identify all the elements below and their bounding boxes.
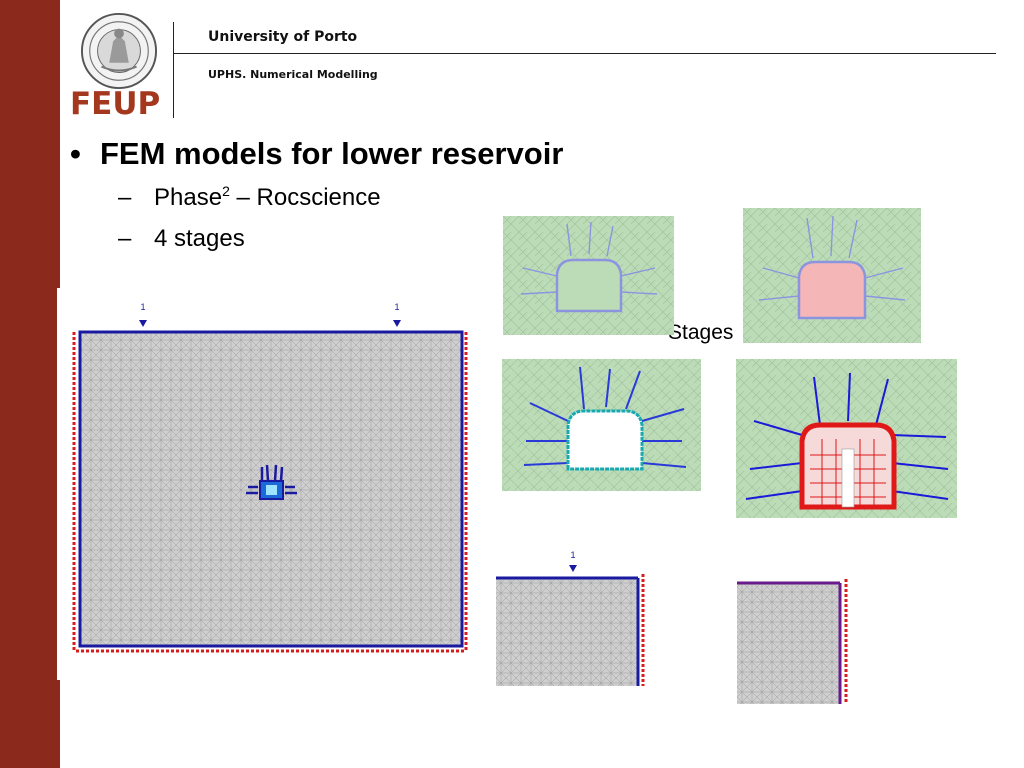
figure-strip [57,288,63,680]
rocscience-text: – Rocscience [229,184,381,211]
left-brand-bar [0,0,60,768]
bullet-text: FEM models for lower reservoir [100,136,564,171]
sub-bullet-phase: –Phase2 – Rocscience [118,183,381,212]
water-marker-detail: 1 [570,550,575,560]
stage-1-mesh [503,216,674,335]
stage-4-mesh [736,359,957,518]
bullet-dot-icon: • [70,136,81,171]
phase-superscript: 2 [222,183,230,199]
water-marker-left: 1 [140,302,145,312]
dash-icon: – [118,184,132,211]
stages-label: Stages [668,321,734,344]
header-divider-horizontal [173,53,996,54]
stage-3-mesh [502,359,701,491]
university-title: University of Porto [208,29,358,45]
stages-count-text: 4 stages [154,225,245,252]
stage-2-mesh [743,208,921,343]
phase-text: Phase [154,184,223,211]
boundary-detail-right [737,579,848,704]
feup-logo: FEUP [70,86,161,122]
course-subtitle: UPHS. Numerical Modelling [208,68,378,81]
water-marker-right: 1 [394,302,399,312]
university-seal-icon [80,12,158,90]
full-fem-model: 1 1 [72,302,468,653]
bullet-heading: • FEM models for lower reservoir [70,136,563,172]
header-divider-vertical [173,22,174,118]
sub-bullet-stages: –4 stages [118,225,245,253]
boundary-detail-left: 1 [496,550,645,686]
dash-icon: – [118,225,132,252]
